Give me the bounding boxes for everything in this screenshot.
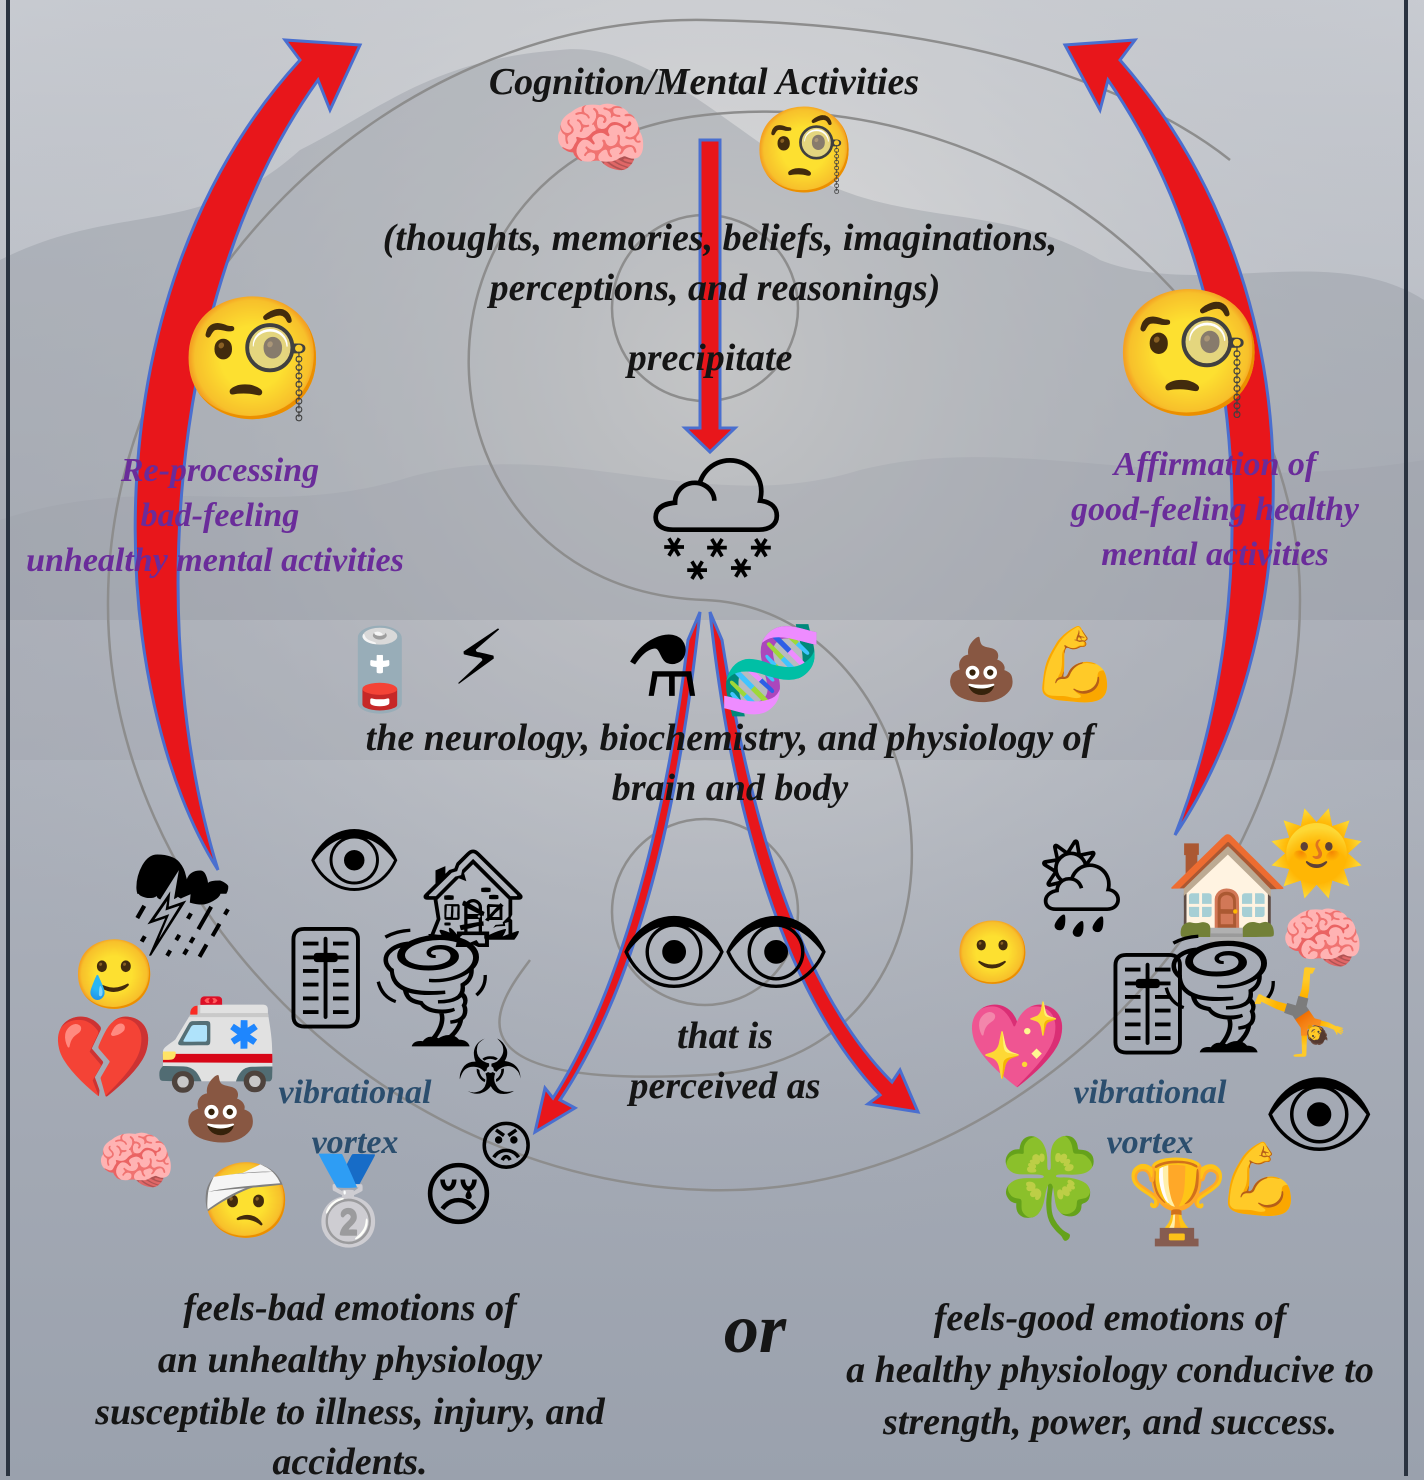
cognition-list-line1: (thoughts, memories, beliefs, imaginatio… [382, 217, 1058, 259]
bad-outcome-line3: susceptible to illness, injury, and [95, 1391, 605, 1433]
trophy-icon: 🏆 [1126, 1155, 1229, 1250]
left-loop-label-line1: Re-processing [120, 452, 320, 489]
split-arrow-left [532, 611, 702, 1136]
snow-cloud-icon: 🌨 [640, 450, 793, 589]
good-outcome-line1: feels-good emotions of [933, 1297, 1287, 1339]
flexed-biceps-icon: 💪 [1030, 622, 1120, 706]
bad-outcome-line2: an unhealthy physiology [157, 1339, 543, 1381]
four-leaf-clover-icon: 🍀 [990, 1132, 1110, 1244]
hazard-sign-icon: ☣ [456, 1023, 525, 1112]
right-loop-label-line2: good-feeling healthy [1070, 491, 1360, 528]
sparkling-heart-icon: 💖 [966, 999, 1069, 1094]
broken-house-icon: 🏚 [412, 842, 534, 954]
left-loop-label-line2: bad-feeling [140, 497, 300, 534]
crying-face-icon: 😢 [422, 1154, 495, 1236]
bad-outcome-line1: feels-bad emotions of [183, 1287, 517, 1329]
sun-cloud-icon: 🌦 [1020, 832, 1142, 944]
tuning-fork-icon: 🎚 [262, 919, 389, 1036]
perceived-line2: perceived as [629, 1065, 821, 1107]
angry-face-icon: 😡 [478, 1115, 535, 1178]
flask-icon: ⚗ [625, 618, 701, 716]
diagram-title: Cognition/Mental Activities [488, 61, 920, 103]
poop-icon: 💩 [944, 635, 1019, 705]
broken-heart-icon: 💔 [52, 1011, 155, 1106]
frame-border [6, 0, 1408, 1476]
tornado-icon: 🌪 [1146, 926, 1294, 1061]
eye-icon: 👁 [618, 900, 730, 1003]
perceived-line1: that is [676, 1015, 774, 1057]
slight-smile-icon: 🙂 [954, 916, 1032, 989]
tornado-icon: 🌪 [358, 920, 506, 1055]
low-battery-icon: 🪫 [330, 623, 430, 716]
physiology-line1: the neurology, biochemistry, and physiol… [365, 717, 1095, 759]
brain-icon: 🧠 [1280, 900, 1365, 979]
sun-icon: 🌞 [1268, 809, 1366, 899]
left-loop-label-line3: unhealthy mental activities [26, 542, 404, 579]
eye-icon: 👁 [720, 900, 832, 1003]
frowning-monocle-face-icon: 🧐 [178, 290, 328, 429]
ambulance-icon: 🚑 [154, 979, 279, 1096]
mountain-silhouette-lower [0, 457, 1424, 760]
vortex-right-line2: vortex [1106, 1124, 1194, 1161]
or-label: or [723, 1291, 787, 1368]
vortex-left-line2: vortex [311, 1124, 399, 1161]
thinking-face-icon: 🧐 [752, 101, 857, 199]
lightning-icon: ⚡ [452, 613, 506, 702]
tearful-face-icon: 🥲 [72, 936, 157, 1015]
left-loop-arrow [133, 38, 363, 871]
bad-outcome-line4: accidents. [272, 1441, 428, 1480]
vortex-right-line1: vibrational [1073, 1074, 1227, 1111]
brain-icon: 🧠 [552, 94, 650, 184]
right-loop-label-line3: mental activities [1101, 536, 1329, 573]
silver-medal-icon: 🥈 [296, 1151, 401, 1249]
good-outcome-line2: a healthy physiology conducive to [846, 1349, 1374, 1391]
physiology-line2: brain and body [611, 767, 849, 809]
eye-icon: 👁 [1262, 1062, 1377, 1167]
good-outcome-line3: strength, power, and success. [883, 1401, 1337, 1443]
gymnast-icon: 🤸 [1248, 965, 1351, 1060]
smiling-monocle-face-icon: 🧐 [1112, 282, 1267, 426]
cognition-list-line2: perceptions, and reasonings) [489, 267, 941, 309]
dna-icon: 🧬 [718, 621, 823, 719]
eye-icon: 👁 [306, 815, 403, 904]
storm-cloud-icon: ⛈ [130, 831, 235, 983]
poop-icon: 💩 [182, 1072, 260, 1145]
lower-circle [610, 817, 800, 1007]
flexed-biceps-icon: 💪 [1216, 1138, 1304, 1220]
split-arrow-right [708, 611, 921, 1114]
bandaged-face-icon: 🤕 [200, 1158, 293, 1244]
house-icon: 🏠 [1164, 829, 1292, 948]
brain-icon: 🧠 [96, 1125, 176, 1199]
right-loop-arrow [1062, 38, 1275, 836]
vortex-left-line1: vibrational [278, 1074, 432, 1111]
precipitate-arrow [681, 138, 739, 455]
precipitate-label: precipitate [627, 337, 793, 379]
right-loop-label-line1: Affirmation of [1113, 446, 1317, 483]
tuning-fork-icon: 🎚 [1084, 945, 1211, 1062]
